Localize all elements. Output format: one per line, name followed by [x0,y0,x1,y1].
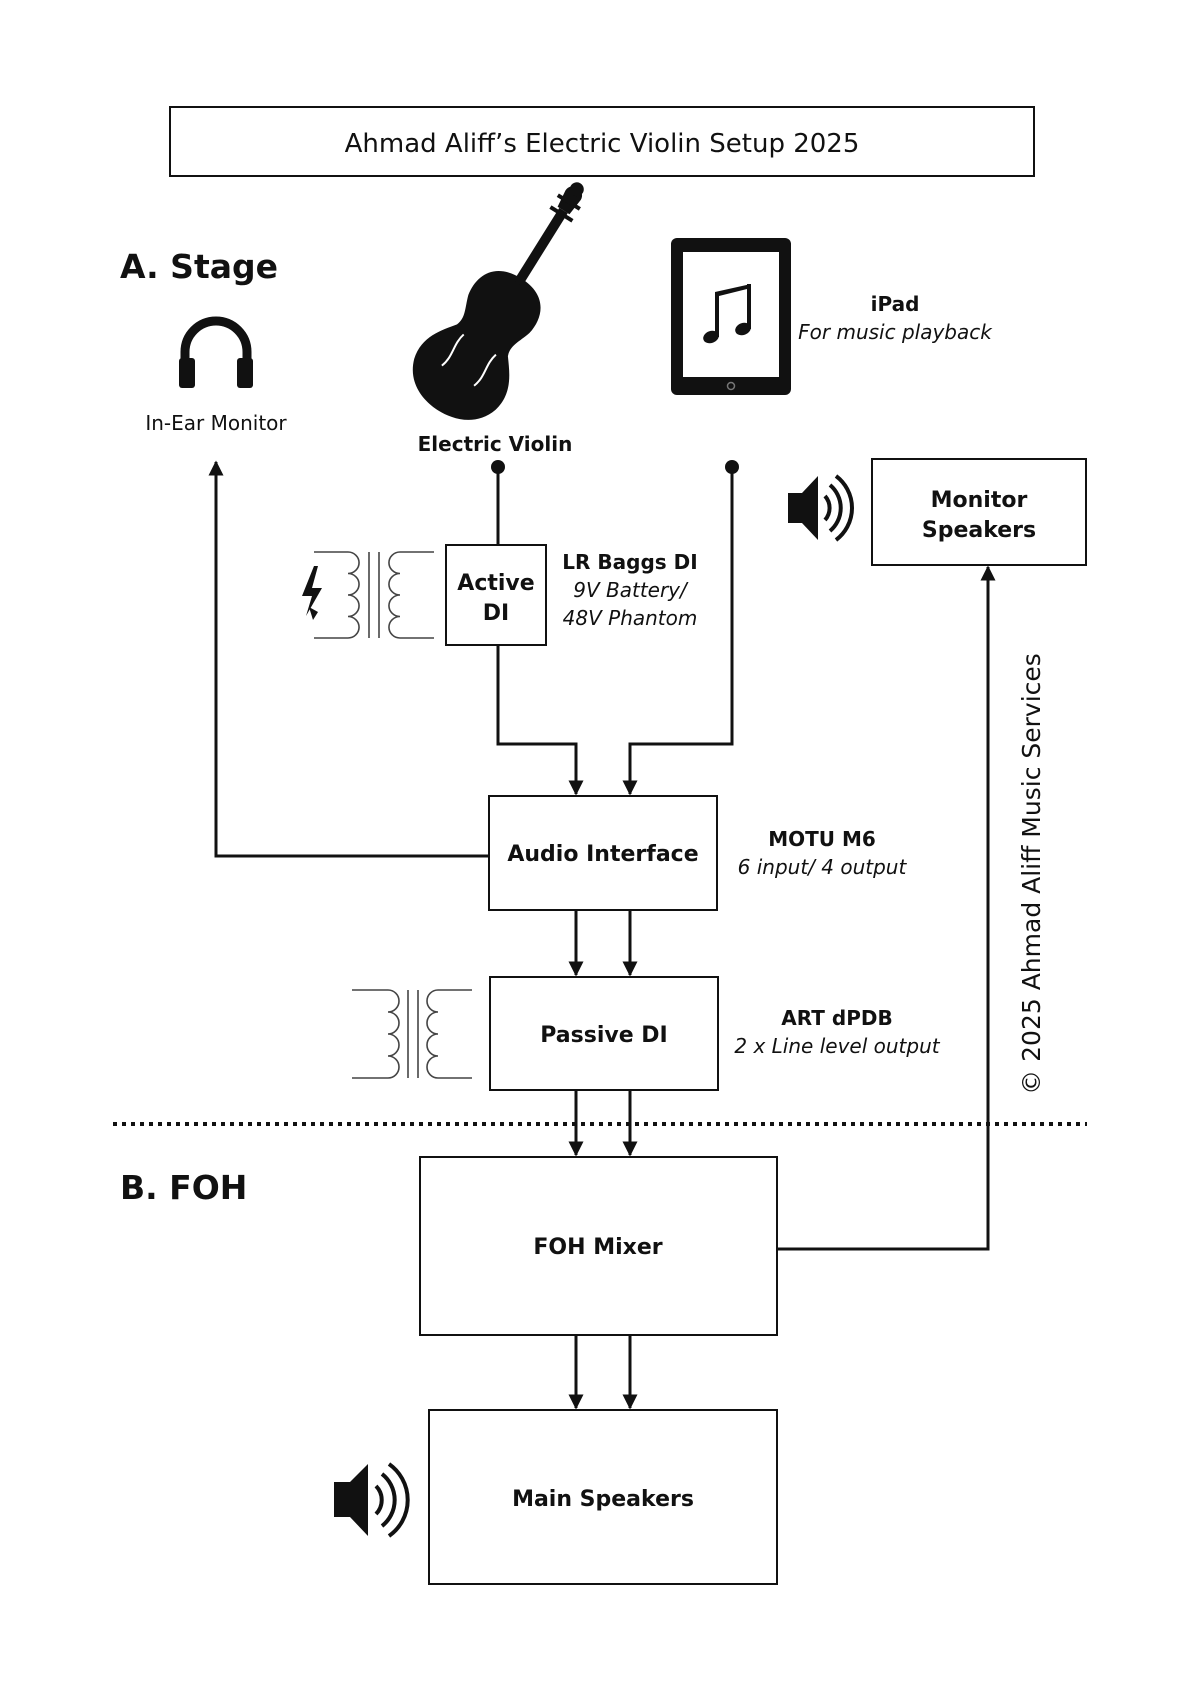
diagram-title: Ahmad Aliff’s Electric Violin Setup 2025 [345,129,860,159]
passive-di-box [489,976,719,1091]
in-ear-monitor-label: In-Ear Monitor [145,411,287,435]
speaker-icon [334,1462,410,1538]
ipad-description: For music playback [798,320,993,344]
copyright-notice: © 2025 Ahmad Aliff Music Services [1017,653,1046,1095]
audio-interface-spec: 6 input/ 4 output [738,855,908,879]
electric-violin-label: Electric Violin [418,432,573,456]
active-di-box [445,544,547,646]
speaker-icon [788,474,854,542]
passive-di: Passive DI ART dPDB 2 x Line level outpu… [352,976,941,1091]
active-di-label-line2: DI [483,601,509,626]
monitor-speakers: Monitor Speakers [788,458,1087,566]
interface-to-iem-wire [208,460,489,858]
main-speakers-label: Main Speakers [512,1487,694,1512]
active-di-model: LR Baggs DI [562,550,697,574]
main-speakers: Main Speakers [334,1409,778,1585]
audio-interface: Audio Interface MOTU M6 6 input/ 4 outpu… [488,795,908,911]
active-di-spec-line1: 9V Battery/ [573,578,689,602]
ipad-device-icon [671,238,791,395]
section-foh-heading: B. FOH [120,1168,247,1207]
ipad: iPad For music playback [671,238,993,395]
passive-di-label: Passive DI [540,1023,667,1048]
transformer-icon [352,989,472,1079]
headphones-icon [179,316,253,388]
active-di-spec-line2: 48V Phantom [563,606,698,630]
active-di-to-interface-wire [496,645,584,796]
section-stage-heading: A. Stage [120,247,278,286]
audio-interface-model: MOTU M6 [768,827,876,851]
music-note-icon [703,284,751,344]
monitor-speakers-label-line2: Speakers [922,518,1036,543]
in-ear-monitor: In-Ear Monitor [145,316,287,435]
mixer-to-monitor-speakers-wire [777,565,996,1251]
monitor-speakers-box [871,458,1087,566]
monitor-speakers-label-line1: Monitor [931,488,1028,513]
signal-wires [208,460,996,1410]
foh-mixer-box [419,1156,778,1336]
main-speakers-box [428,1409,778,1585]
ipad-to-interface-wire [622,467,734,796]
foh-mixer-label: FOH Mixer [533,1235,662,1260]
active-di-label-line1: Active [457,571,534,596]
foh-mixer: FOH Mixer [419,1156,778,1336]
passive-di-model: ART dPDB [781,1006,892,1030]
lightning-transformer-icon [302,551,434,639]
violin-icon [412,182,584,420]
title-box: Ahmad Aliff’s Electric Violin Setup 2025 [169,106,1035,177]
ipad-name: iPad [871,292,920,316]
passive-di-spec: 2 x Line level output [734,1034,940,1058]
electric-violin: Electric Violin [412,182,584,456]
active-di: Active DI LR Baggs DI 9V Battery/ 48V Ph… [302,544,698,646]
audio-interface-box [488,795,718,911]
audio-interface-label: Audio Interface [507,842,698,867]
